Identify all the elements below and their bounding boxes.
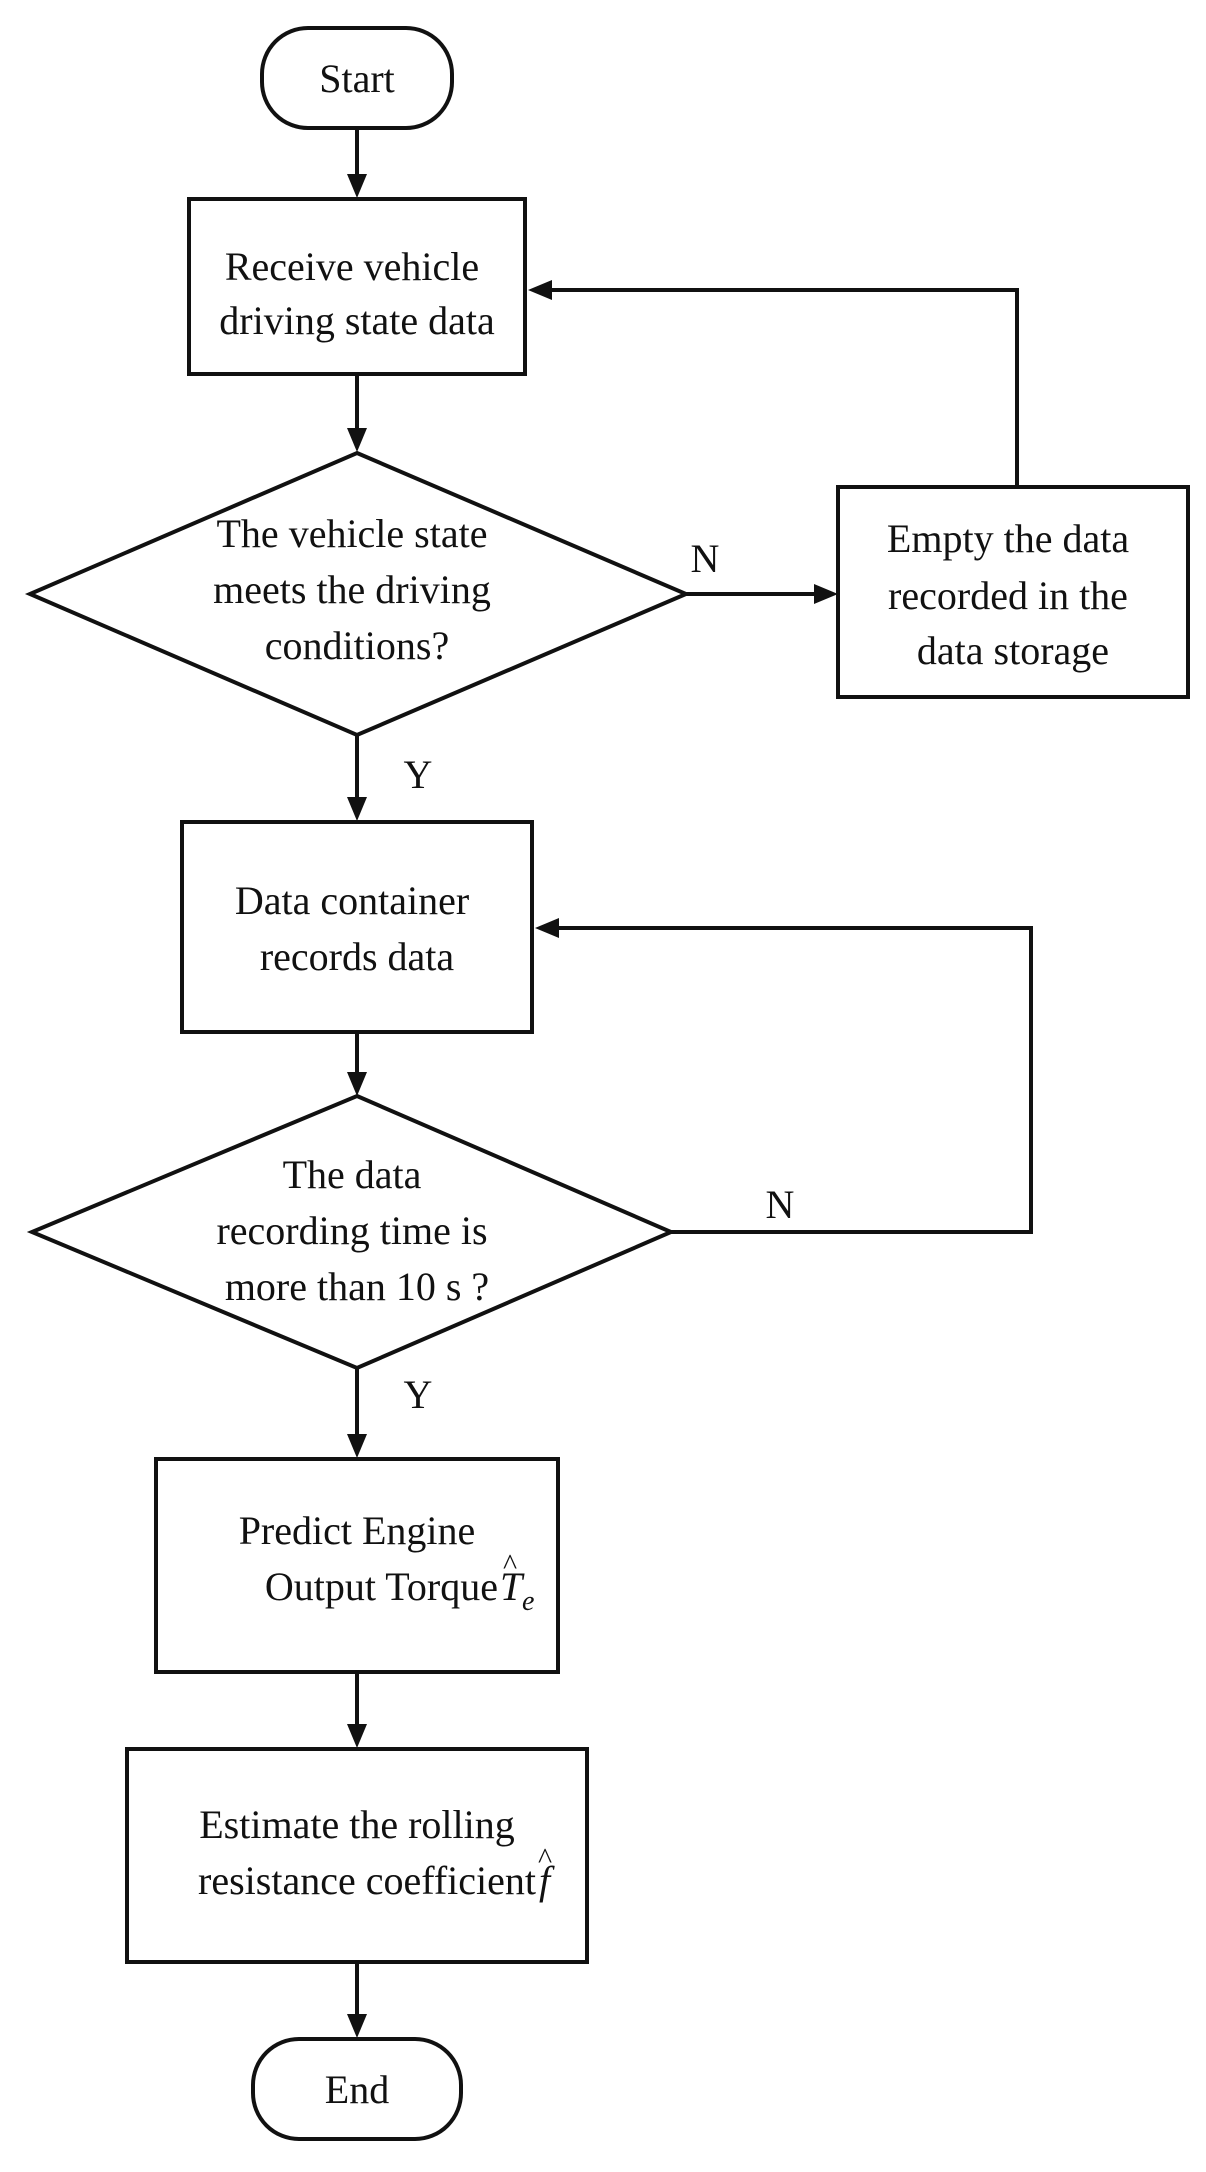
empty-data-box (836, 485, 1190, 699)
recording-time-line: more than 10 s ? (225, 1264, 489, 1309)
arrowhead (535, 918, 559, 938)
arrowhead (347, 797, 367, 821)
recording-time-line: recording time is (216, 1208, 487, 1253)
recording-time-decision: The data recording time is more than 10 … (26, 1093, 677, 1371)
edge-time-no-back-to-records (557, 926, 1033, 1234)
records-data-line: Data container (235, 878, 469, 923)
driving-condition-line: meets the driving (213, 567, 491, 612)
edge-empty-back-to-receive (550, 288, 1019, 487)
end-node: End (251, 2037, 463, 2141)
start-terminal-shape (260, 26, 454, 130)
edge-label-time-no: N (766, 1182, 795, 1227)
edge-label-time-yes: Y (404, 1372, 433, 1417)
empty-data-line: recorded in the (888, 573, 1128, 618)
records-data-text: Data container records data (235, 878, 479, 979)
torque-symbol: T (500, 1564, 525, 1609)
records-data-process: Data container records data (180, 820, 534, 1034)
start-node: Start (260, 26, 454, 130)
end-terminal-shape (251, 2037, 463, 2141)
flowchart-edges (347, 128, 1033, 2038)
receive-data-line: Receive vehicle (225, 244, 479, 289)
recording-time-diamond (26, 1093, 677, 1371)
arrowhead (528, 280, 552, 300)
torque-symbol-hat: ^ (503, 1548, 517, 1581)
recording-time-text: The data recording time is more than 10 … (216, 1152, 497, 1309)
empty-data-text: Empty the data recorded in the data stor… (887, 516, 1139, 673)
receive-data-box (187, 197, 527, 376)
start-label: Start (319, 56, 395, 101)
torque-symbol-subscript: e (522, 1586, 534, 1617)
coefficient-symbol-hat: ^ (538, 1842, 552, 1875)
driving-condition-line: conditions? (265, 623, 449, 668)
edge-label-condition-yes: Y (404, 752, 433, 797)
driving-condition-diamond (24, 450, 692, 738)
arrowhead (814, 584, 838, 604)
receive-data-text: Receive vehicle driving state data (219, 244, 495, 343)
arrowhead (347, 428, 367, 452)
recording-time-line: The data (283, 1152, 422, 1197)
empty-data-process: Empty the data recorded in the data stor… (836, 485, 1190, 699)
predict-torque-line2: Output Torque (265, 1564, 498, 1609)
predict-torque-box (154, 1457, 560, 1674)
edge-label-condition-no: N (691, 536, 720, 581)
estimate-coefficient-line1: Estimate the rolling (199, 1802, 515, 1847)
predict-torque-line1: Predict Engine (239, 1508, 476, 1553)
end-label: End (325, 2067, 389, 2112)
arrowhead (347, 2014, 367, 2038)
records-data-line: records data (260, 934, 455, 979)
driving-condition-text: The vehicle state meets the driving cond… (213, 511, 501, 668)
estimate-coefficient-box (125, 1747, 589, 1964)
arrowhead (347, 1072, 367, 1096)
arrowhead (347, 174, 367, 198)
driving-condition-line: The vehicle state (217, 511, 488, 556)
empty-data-line: data storage (917, 628, 1109, 673)
predict-torque-process: Predict Engine Output Torque T ^ e (154, 1457, 560, 1674)
driving-condition-decision: The vehicle state meets the driving cond… (24, 450, 692, 738)
estimate-coefficient-process: Estimate the rolling resistance coeffici… (125, 1747, 589, 1964)
records-data-box (180, 820, 534, 1034)
arrowhead (347, 1434, 367, 1458)
estimate-coefficient-line2: resistance coefficient (198, 1858, 536, 1903)
arrowhead (347, 1724, 367, 1748)
receive-data-process: Receive vehicle driving state data (187, 197, 527, 376)
receive-data-line: driving state data (219, 298, 495, 343)
empty-data-line: Empty the data (887, 516, 1129, 561)
